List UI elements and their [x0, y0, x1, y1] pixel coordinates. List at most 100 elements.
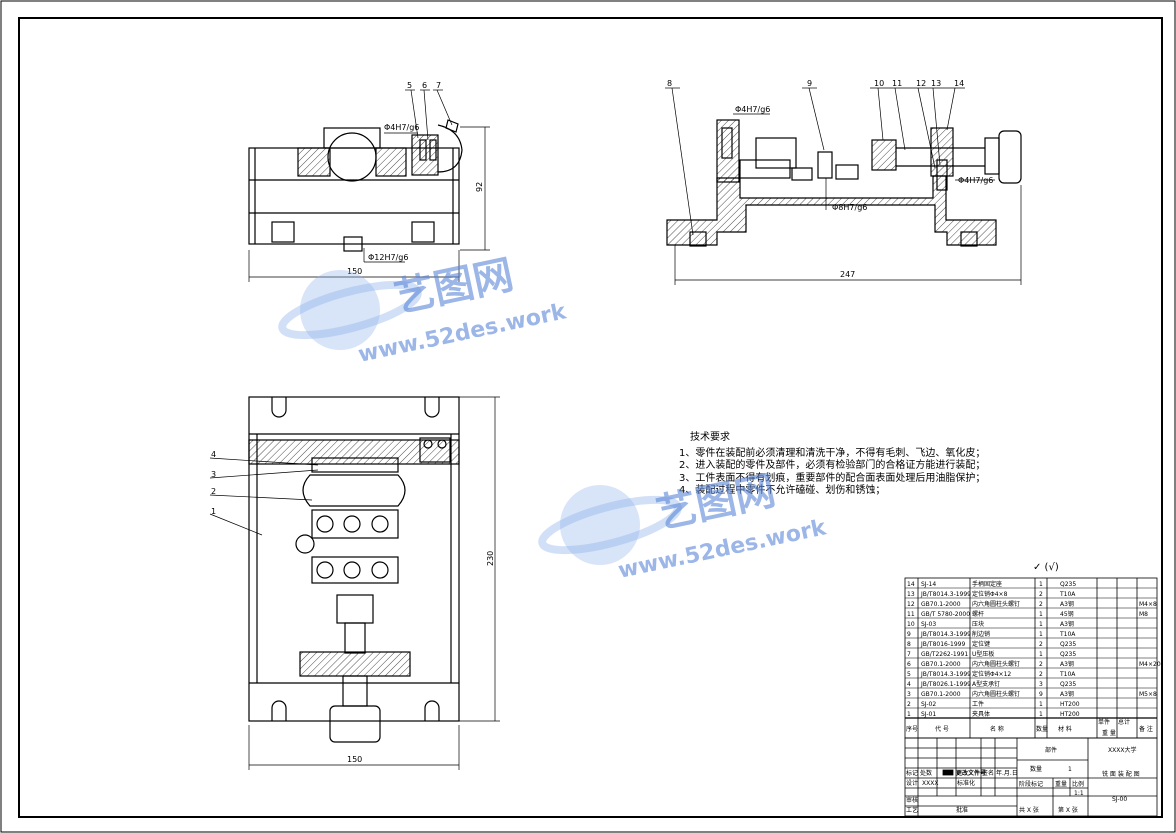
bom-cell-no: 6: [907, 661, 911, 668]
watermark-2-cn: 艺图网: [653, 468, 780, 538]
bom-cell-no: 9: [907, 631, 911, 638]
tech-req-4: 4、装配过程中零件不允许磕碰、划伤和锈蚀；: [679, 483, 885, 496]
bom-header-unit: 单件: [1098, 718, 1110, 726]
plan-view-dims: [209, 396, 500, 770]
watermark-1-cn: 艺图网: [391, 252, 518, 322]
bom-header-note: 备 注: [1139, 725, 1153, 733]
bom-cell-name: 内六角圆柱头螺钉: [972, 600, 1020, 608]
balloon-11: 11: [892, 79, 902, 88]
roughness-symbol: ✓ (√): [1033, 562, 1059, 573]
bom-cell-code: JB/T8026.1-1999: [920, 681, 971, 688]
bom-cell-qty: 2: [1039, 671, 1043, 678]
bom-cell-no: 3: [907, 691, 911, 698]
bom-cell-no: 7: [907, 651, 911, 658]
balloon-2: 2: [211, 487, 216, 496]
watermark-1: 艺图网 www.52des.work: [278, 252, 570, 368]
bom-cell-mat: Q235: [1060, 581, 1076, 588]
balloon-13: 13: [931, 79, 941, 88]
bom-cell-qty: 2: [1039, 591, 1043, 598]
bom-cell-name: 削边销: [972, 630, 990, 638]
balloon-14: 14: [954, 79, 964, 88]
bom-cell-qty: 1: [1039, 631, 1043, 638]
bom-cell-name: 螺杆: [972, 610, 984, 618]
bom-cell-mat: HT200: [1060, 701, 1080, 708]
tb-assembly: 部件: [1045, 746, 1057, 754]
balloon-8: 8: [667, 79, 672, 88]
bom-cell-no: 2: [907, 701, 911, 708]
watermark-2-url: www.52des.work: [616, 515, 829, 584]
tb-qty-label: 数量: [1030, 765, 1042, 773]
bom-cell-mat: A3钢: [1060, 620, 1074, 628]
bom-header-total: 总计: [1118, 718, 1130, 726]
tb-mark-label: 标记: [906, 769, 918, 777]
tb-design-label: 设计: [906, 779, 918, 787]
side-section-outline: [689, 127, 1022, 247]
bom-cell-code: SJ-14: [921, 581, 936, 588]
bom-cell-mat: 45钢: [1060, 610, 1074, 618]
dim-height-92: 92: [475, 182, 484, 192]
bom-cell-qty: 1: [1039, 581, 1043, 588]
bom-cell-no: 13: [907, 591, 915, 598]
bom-cell-name: 夹具体: [972, 710, 990, 718]
bom-cell-code: GB/T2262-1991: [921, 651, 968, 658]
balloon-4: 4: [211, 450, 216, 459]
bom-cell-no: 5: [907, 671, 911, 678]
balloon-6: 6: [422, 81, 427, 90]
fit-label-side-c: Φ4H7/g6: [958, 176, 993, 185]
tb-school: XXXX大学: [1108, 746, 1136, 754]
bom-cell-no: 14: [907, 581, 915, 588]
plan-view: [248, 396, 460, 743]
bom-cell-mat: T10A: [1059, 671, 1076, 678]
bom-header: 序号 代 号 名 称 数量 材 料 单件 总计 重 量 备 注: [905, 717, 1157, 737]
bom-cell-name: U型压板: [972, 650, 994, 658]
bom-cell-no: 4: [907, 681, 911, 688]
bom-cell-note: M4×8: [1139, 601, 1157, 608]
front-view-dims: [248, 89, 490, 282]
bom-cell-no: 10: [907, 621, 915, 628]
tb-drawing-no: SJ-00: [1112, 796, 1127, 803]
balloon-5: 5: [407, 81, 412, 90]
bom-cell-code: GB70.1-2000: [921, 661, 961, 668]
bom-cell-no: 8: [907, 641, 911, 648]
tb-count-label: 处数: [920, 769, 932, 777]
bom-cell-code: SJ-01: [921, 711, 936, 718]
tb-std-label: 标准化: [957, 779, 975, 787]
bom-cell-qty: 1: [1039, 621, 1043, 628]
bom-cell-mat: T10A: [1059, 591, 1076, 598]
bom-cell-qty: 1: [1039, 711, 1043, 718]
bom-cell-no: 1: [907, 711, 911, 718]
balloon-12: 12: [916, 79, 926, 88]
bom-header-weight: 重 量: [1102, 729, 1116, 737]
bom-cell-mat: Q235: [1060, 681, 1076, 688]
balloon-9: 9: [807, 79, 812, 88]
bom-cell-qty: 2: [1039, 601, 1043, 608]
balloon-1: 1: [211, 507, 216, 516]
dim-width-150-bottom: 150: [347, 755, 362, 764]
bom-cell-code: SJ-03: [921, 621, 936, 628]
bom-cell-qty: 2: [1039, 641, 1043, 648]
bom-cell-name: 内六角圆柱头螺钉: [972, 660, 1020, 668]
bom-cell-code: GB70.1-2000: [921, 691, 961, 698]
bom-cell-name: 定位销Φ4×8: [972, 590, 1008, 598]
bom-cell-code: JB/T8016-1999: [920, 641, 965, 648]
title-block: [904, 737, 1158, 817]
tb-process-label: 工艺: [906, 806, 918, 814]
fit-label-front-bottom: Φ12H7/g6: [368, 253, 408, 262]
bom-cell-code: GB/T 5780-2000: [921, 611, 970, 618]
balloon-3: 3: [211, 470, 216, 479]
bom-cell-qty: 9: [1039, 691, 1043, 698]
bom-cell-name: A型支承钉: [972, 680, 1000, 688]
bom-header-code: 代 号: [935, 725, 949, 733]
bom-cell-qty: 1: [1039, 651, 1043, 658]
inner-frame: [18, 17, 1163, 818]
bom-cell-mat: Q235: [1060, 641, 1076, 648]
tb-sign-label: 签名: [982, 769, 994, 777]
dim-height-230: 230: [486, 551, 495, 566]
bom-cell-mat: T10A: [1059, 631, 1076, 638]
tb-weight-label: 重量: [1055, 780, 1067, 788]
fit-label-front: Φ4H7/g6: [384, 123, 419, 132]
bom-cell-mat: A3钢: [1060, 690, 1074, 698]
tb-sheet-no: 第 X 张: [1058, 806, 1078, 814]
bom-cell-name: 工件: [972, 700, 984, 708]
watermark-1-url: www.52des.work: [356, 299, 569, 368]
